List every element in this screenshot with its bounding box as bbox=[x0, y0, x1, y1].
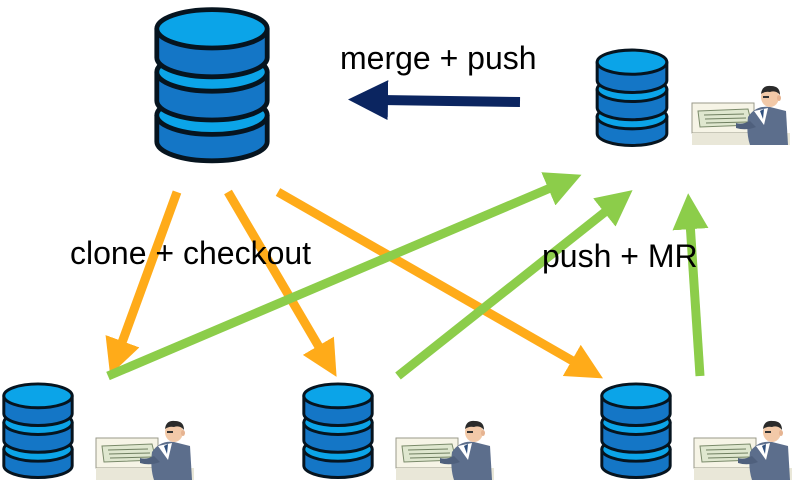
clone-arrow-dev3 bbox=[275, 188, 603, 379]
dev3-database-icon bbox=[600, 382, 672, 480]
maintainer-database-icon bbox=[595, 48, 669, 147]
push-mr-arrow-dev3 bbox=[672, 193, 709, 377]
dev1-developer-icon bbox=[95, 420, 194, 480]
dev1-database-icon bbox=[2, 382, 74, 480]
push-mr-label: push + MR bbox=[542, 238, 698, 274]
dev2-developer-icon bbox=[395, 420, 494, 480]
central-repo-database-icon bbox=[157, 10, 267, 161]
dev3-developer-icon bbox=[693, 420, 792, 480]
merge-push-label: merge + push bbox=[340, 40, 537, 76]
clone-arrow-dev1 bbox=[105, 190, 182, 376]
maintainer-developer-icon bbox=[691, 85, 790, 145]
push-mr-arrow-dev2 bbox=[395, 190, 633, 380]
clone-arrow-dev2 bbox=[224, 189, 337, 377]
dev2-database-icon bbox=[302, 382, 374, 480]
merge-push-arrow bbox=[348, 80, 521, 121]
push-mr-arrow-dev1 bbox=[106, 172, 582, 381]
clone-checkout-label: clone + checkout bbox=[70, 235, 312, 271]
